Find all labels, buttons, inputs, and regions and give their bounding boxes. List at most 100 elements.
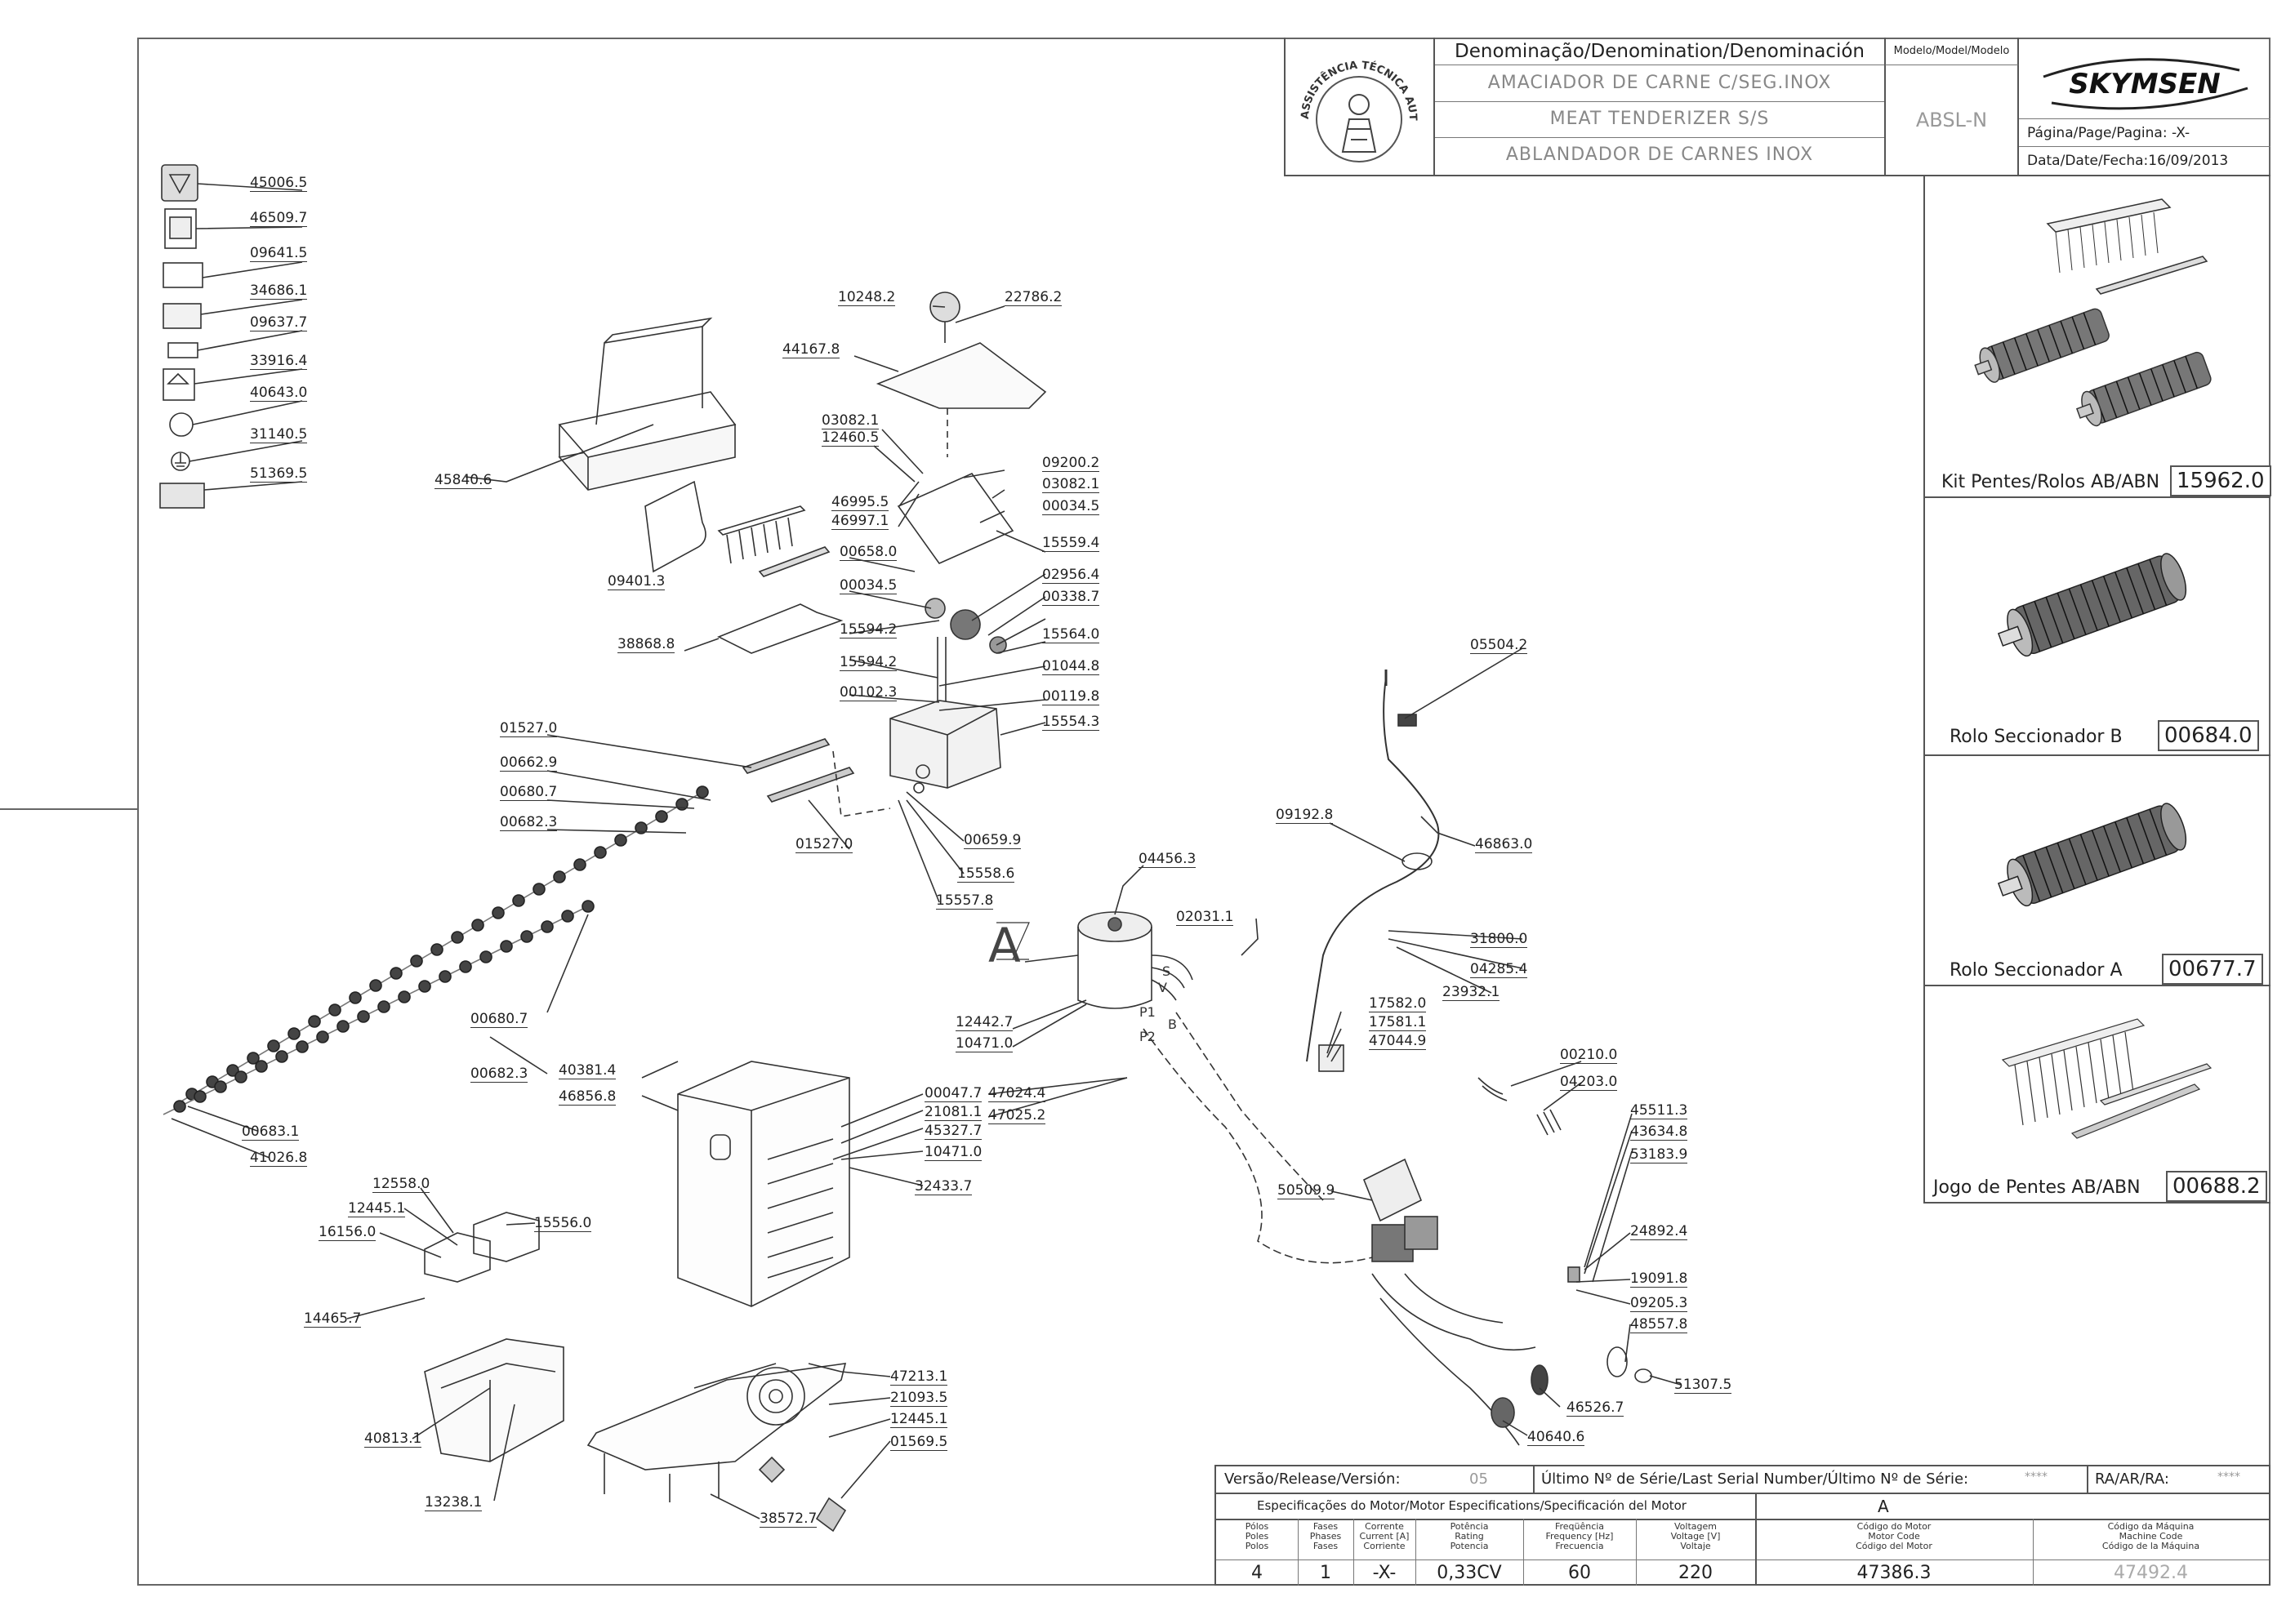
part-label: 00683.1: [242, 1123, 300, 1141]
part-label: 01527.0: [500, 720, 558, 737]
kit-label-roller-a: Rolo Seccionador A: [1950, 960, 2123, 981]
kit-panel-roller-b: Rolo Seccionador B 00684.0: [1923, 498, 2270, 756]
part-label: 33916.4: [250, 353, 308, 370]
part-label: 00682.3: [500, 814, 558, 831]
part-label: 13238.1: [425, 1494, 483, 1511]
value-voltage: 220: [1678, 1563, 1713, 1583]
housing: [677, 1061, 850, 1307]
comb-plate: [717, 603, 844, 654]
label-icon-5: [167, 342, 198, 358]
roller-a-illustration: [1997, 803, 2187, 907]
part-label: 31800.0: [1470, 931, 1528, 948]
part-label: 02956.4: [1042, 567, 1100, 584]
top-cover: [876, 342, 1047, 409]
emergency-button: [1531, 1364, 1549, 1395]
part-label: 23932.1: [1442, 984, 1500, 1001]
brand-name: SKYMSEN: [2069, 68, 2220, 100]
part-label: 09641.5: [250, 245, 308, 262]
roller-b-illustration: [1997, 553, 2187, 657]
label-icon-1: [161, 164, 198, 202]
part-label: 00659.9: [964, 832, 1022, 849]
label-icon-7: [169, 412, 194, 437]
roller-discs-upper: [179, 785, 709, 1103]
part-label: 00210.0: [1560, 1047, 1618, 1064]
part-label: 15564.0: [1042, 626, 1100, 643]
date-label: Data/Date/Fecha:: [2027, 153, 2149, 169]
part-label: 03082.1: [822, 412, 880, 429]
kit-panel-comb-set: Jogo de Pentes AB/ABN 00688.2: [1923, 986, 2270, 1204]
part-label: 34686.1: [250, 283, 308, 300]
ra-label: RA/AR/RA:: [2095, 1470, 2169, 1488]
part-label: 31140.5: [250, 426, 308, 443]
part-label: 16156.0: [319, 1224, 377, 1241]
control-board: [1362, 1158, 1536, 1446]
part-label: 17582.0: [1369, 995, 1427, 1012]
part-label: 00047.7: [925, 1085, 983, 1102]
part-label: 41026.8: [250, 1150, 308, 1167]
part-label: 10471.0: [925, 1144, 983, 1161]
part-label: 09401.3: [608, 573, 666, 590]
part-label: 01044.8: [1042, 658, 1100, 675]
part-label: 01527.0: [795, 836, 853, 853]
gear-large: [950, 609, 981, 640]
part-label: 22786.2: [1005, 289, 1063, 306]
part-label: 15556.0: [534, 1215, 592, 1232]
part-label: 10471.0: [956, 1035, 1014, 1052]
motor-spec-label: Especificações do Motor/Motor Especifica…: [1257, 1498, 1687, 1513]
part-label: 47213.1: [890, 1368, 948, 1386]
name-portuguese: AMACIADOR DE CARNE C/SEG.INOX: [1435, 65, 1884, 102]
part-label: 47044.9: [1369, 1033, 1427, 1050]
part-label: 00682.3: [470, 1066, 528, 1083]
part-label: 46509.7: [250, 210, 308, 227]
part-label: 44167.8: [782, 341, 840, 358]
part-label: 00034.5: [1042, 498, 1100, 515]
roller-discs-lower: [163, 900, 595, 1115]
label-icon-4: [163, 303, 202, 329]
wire-mark-p2: P2: [1139, 1029, 1156, 1044]
part-label: 15558.6: [957, 865, 1015, 883]
fold-mark: [0, 808, 137, 810]
label-icon-8: [159, 483, 205, 509]
part-label: 15554.3: [1042, 714, 1100, 731]
power-cable: [1306, 670, 1440, 1062]
part-label: 12558.0: [372, 1176, 430, 1193]
part-label: 48557.8: [1630, 1316, 1688, 1333]
kit-code-comb-set: 00688.2: [2166, 1171, 2267, 1202]
relay: [1567, 1266, 1580, 1283]
title-block: [1284, 38, 2270, 176]
part-label: 00338.7: [1042, 589, 1100, 606]
part-label: 46863.0: [1475, 836, 1533, 853]
kit-label-comb-set: Jogo de Pentes AB/ABN: [1933, 1177, 2141, 1198]
part-label: 40813.1: [364, 1430, 422, 1448]
part-label: 09205.3: [1630, 1295, 1688, 1312]
spec-table: Versão/Release/Versión: 05 Último Nº de …: [1214, 1465, 2270, 1586]
kit-label-roller-b: Rolo Seccionador B: [1950, 727, 2123, 747]
clamp-left: [424, 1232, 491, 1283]
value-phases: 1: [1320, 1563, 1331, 1583]
part-label: 46856.8: [559, 1088, 617, 1106]
label-icon-3: [163, 262, 203, 288]
brand-logo: SKYMSEN: [2019, 38, 2270, 119]
part-label: 46995.5: [831, 494, 889, 511]
part-label: 15559.4: [1042, 535, 1100, 552]
denomination-label: Denominação/Denomination/Denominación: [1435, 38, 1884, 65]
part-label: 53183.9: [1630, 1146, 1688, 1163]
part-label: 00680.7: [500, 784, 558, 801]
value-rating: 0,33CV: [1437, 1563, 1502, 1583]
part-label: 09200.2: [1042, 455, 1100, 472]
spring: [989, 636, 1007, 654]
part-label: 45840.6: [434, 472, 492, 489]
kit-label-combs-rollers: Kit Pentes/Rolos AB/ABN: [1941, 472, 2160, 492]
part-label: 09192.8: [1276, 807, 1334, 824]
push-button-body: [1606, 1346, 1628, 1377]
part-label: 01569.5: [890, 1434, 948, 1451]
part-label: 38572.7: [760, 1511, 818, 1528]
clamp-right: [473, 1212, 540, 1262]
part-label: 00102.3: [840, 684, 898, 701]
bearing-plate: [897, 473, 1014, 564]
